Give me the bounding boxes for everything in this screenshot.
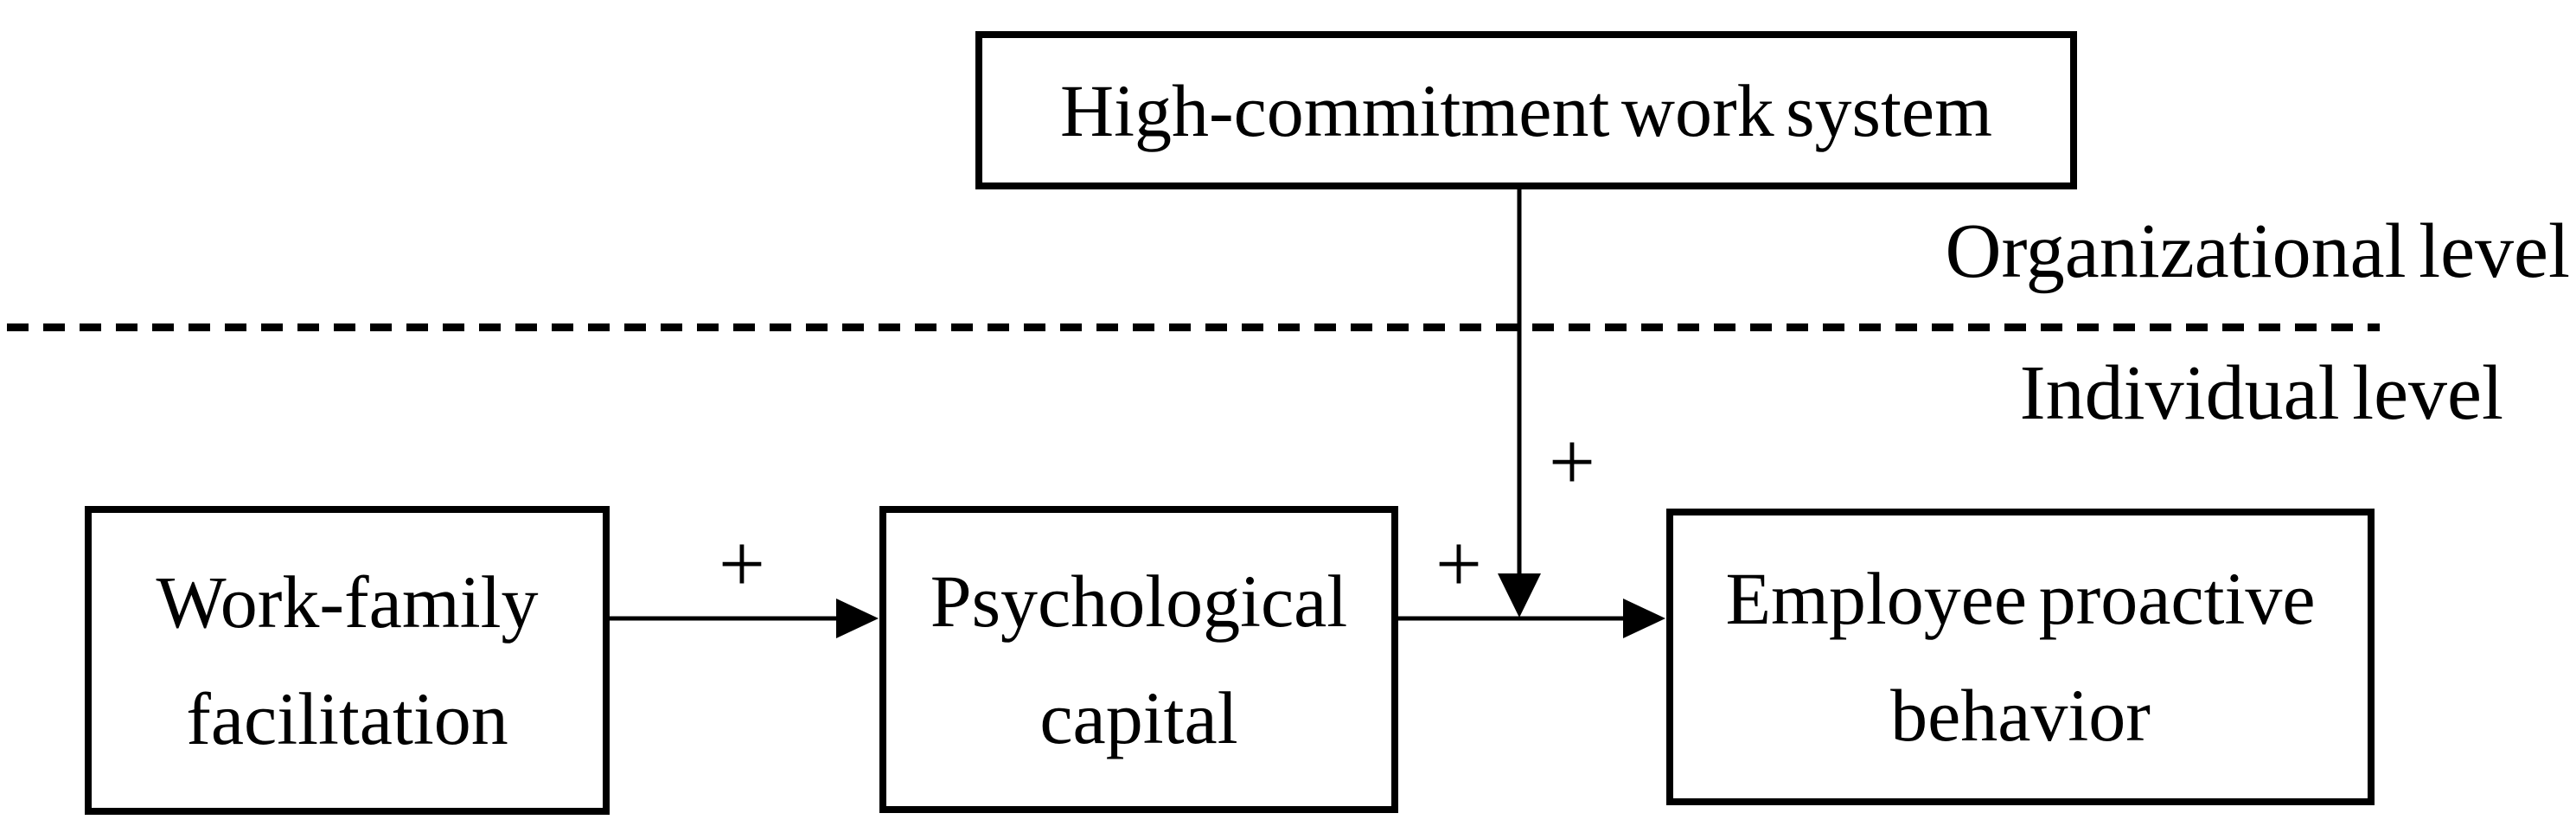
level-divider-dashed-line — [7, 323, 2380, 331]
psychological-capital-box: Psychological capital — [879, 506, 1398, 813]
employee-proactive-behavior-box: Employee proactive behavior — [1666, 509, 2375, 805]
individual-level-label: Individual level — [2019, 350, 2503, 436]
psychological-capital-label-line2: capital — [1039, 676, 1238, 759]
high-commitment-work-system-label: High-commitment work system — [1060, 68, 1992, 152]
psychological-capital-label-line1: Psychological — [930, 559, 1348, 643]
work-family-facilitation-label-line1: Work-family — [156, 560, 539, 644]
organizational-level-label: Organizational level — [1945, 208, 2570, 294]
plus-label-hcws-moderation: + — [1548, 415, 1596, 508]
arrowhead-right-icon — [1623, 599, 1665, 638]
arrowhead-right-icon — [836, 599, 879, 638]
work-family-facilitation-label-line2: facilitation — [186, 676, 508, 760]
plus-label-wff-to-pc: + — [718, 517, 766, 610]
high-commitment-work-system-box: High-commitment work system — [975, 31, 2077, 189]
work-family-facilitation-box: Work-family facilitation — [85, 506, 610, 815]
employee-proactive-behavior-label-line2: behavior — [1890, 673, 2151, 757]
arrowhead-down-icon — [1498, 573, 1541, 618]
employee-proactive-behavior-label-line1: Employee proactive — [1725, 556, 2316, 640]
plus-label-pc-to-epb: + — [1435, 517, 1483, 610]
